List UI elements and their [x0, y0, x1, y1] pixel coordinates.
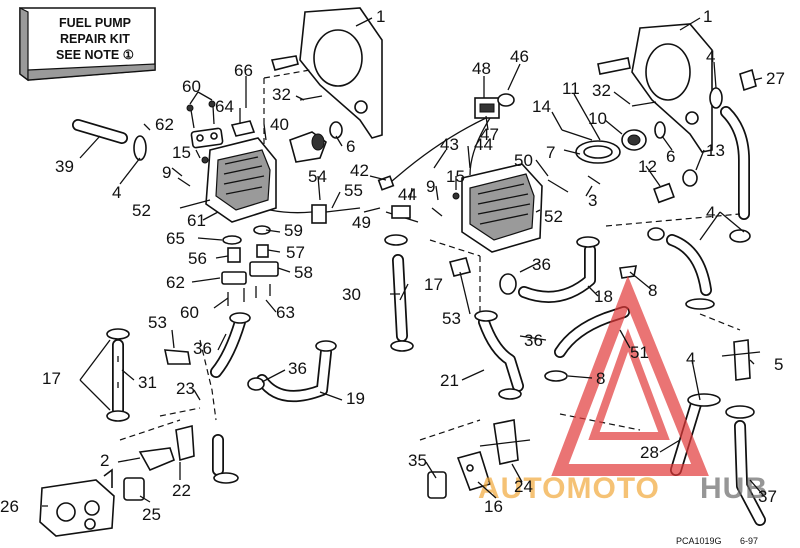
note-line-2: REPAIR KIT: [60, 32, 130, 46]
part-label: 52: [132, 201, 151, 220]
note-box: FUEL PUMP REPAIR KIT SEE NOTE ①: [19, 7, 156, 82]
filter-housing: [39, 479, 115, 537]
part-label: 25: [142, 505, 161, 524]
part-label: 36: [288, 359, 307, 378]
part-label: 44: [474, 135, 493, 154]
part-label: 6: [346, 137, 355, 156]
part-label: 54: [308, 167, 327, 186]
watermark-logo: AUTOMOTO HUB: [478, 275, 768, 505]
part-label: 53: [148, 313, 167, 332]
part-label: 17: [42, 369, 61, 388]
part-label: 8: [648, 281, 657, 300]
left-lower-hoses: [39, 312, 337, 537]
part-label: 64: [215, 97, 234, 116]
right-assembly: [419, 23, 766, 526]
part-label: 40: [270, 115, 289, 134]
part-label: 1: [703, 7, 712, 26]
part-label: 65: [166, 229, 185, 248]
part-label: 51: [630, 343, 649, 362]
part-label: 7: [546, 143, 555, 162]
part-label: 5: [774, 355, 783, 374]
part-label: 27: [766, 69, 785, 88]
part-label: 39: [55, 157, 74, 176]
part-label: 15: [446, 167, 465, 186]
part-labels: 1 1 66 60 64 32 40 62 6 15 39 4 9 52 61 …: [0, 7, 785, 524]
part-label: 9: [426, 177, 435, 196]
part-label: 6: [666, 147, 675, 166]
part-label: 9: [162, 163, 171, 182]
part-label: 11: [562, 79, 580, 98]
part-label: 63: [276, 303, 295, 322]
drawing-code: PCA1019G: [676, 536, 722, 546]
part-label: 35: [408, 451, 427, 470]
part-label: 14: [532, 97, 551, 116]
part-label: 58: [294, 263, 313, 282]
part-label: 36: [524, 331, 543, 350]
part-label: 57: [286, 243, 305, 262]
part-label: 2: [100, 451, 109, 470]
part-label: 42: [350, 161, 369, 180]
part-label: 24: [514, 477, 533, 496]
part-label: 46: [510, 47, 529, 66]
part-label: 55: [344, 181, 363, 200]
part-label: 32: [272, 85, 291, 104]
note-line-3: SEE NOTE ①: [56, 48, 134, 62]
part-label: 59: [284, 221, 303, 240]
part-label: 28: [640, 443, 659, 462]
part-label: 21: [440, 371, 459, 390]
part-label: 44: [398, 185, 417, 204]
part-label: 13: [706, 141, 725, 160]
part-label: 47: [480, 125, 499, 144]
part-label: 1: [376, 7, 385, 26]
part-label: 16: [484, 497, 503, 516]
part-label: 4: [706, 203, 715, 222]
part-label: 10: [588, 109, 607, 128]
part-label: 22: [172, 481, 191, 500]
part-label: 56: [188, 249, 207, 268]
part-label: 19: [346, 389, 365, 408]
part-label: 36: [532, 255, 551, 274]
part-label: 26: [0, 497, 19, 516]
part-label: 37: [758, 487, 777, 506]
footer: PCA1019G 6-97: [676, 536, 758, 546]
note-line-1: FUEL PUMP: [59, 16, 131, 30]
watermark-triangle-icon: [551, 275, 709, 476]
watermark-brand-left: AUTOMOTO: [478, 472, 660, 505]
part-label: 4: [706, 47, 715, 66]
part-label: 18: [594, 287, 613, 306]
part-label: 4: [112, 183, 121, 202]
leader-lines: [42, 17, 765, 507]
part-label: 49: [352, 213, 371, 232]
part-label: 62: [155, 115, 174, 134]
part-label: 15: [172, 143, 191, 162]
part-label: 66: [234, 61, 253, 80]
part-label: 53: [442, 309, 461, 328]
part-label: 60: [182, 77, 201, 96]
part-label: 52: [544, 207, 563, 226]
part-label: 50: [514, 151, 533, 170]
part-label: 43: [440, 135, 459, 154]
part-label: 23: [176, 379, 195, 398]
part-label: 3: [588, 191, 597, 210]
part-label: 62: [166, 273, 185, 292]
part-label: 31: [138, 373, 157, 392]
part-label: 60: [180, 303, 199, 322]
watermark-brand-right: HUB: [700, 472, 768, 505]
center-pump-assembly: [377, 93, 569, 400]
drawing-date: 6-97: [740, 536, 758, 546]
part-label: 8: [596, 369, 605, 388]
part-label: 48: [472, 59, 491, 78]
left-pump-assembly: [72, 7, 383, 306]
part-label: 36: [193, 339, 212, 358]
part-label: 32: [592, 81, 611, 100]
part-label: 17: [424, 275, 443, 294]
part-label: 12: [638, 157, 657, 176]
part-label: 61: [187, 211, 206, 230]
part-label: 30: [342, 285, 361, 304]
part-label: 4: [686, 349, 695, 368]
